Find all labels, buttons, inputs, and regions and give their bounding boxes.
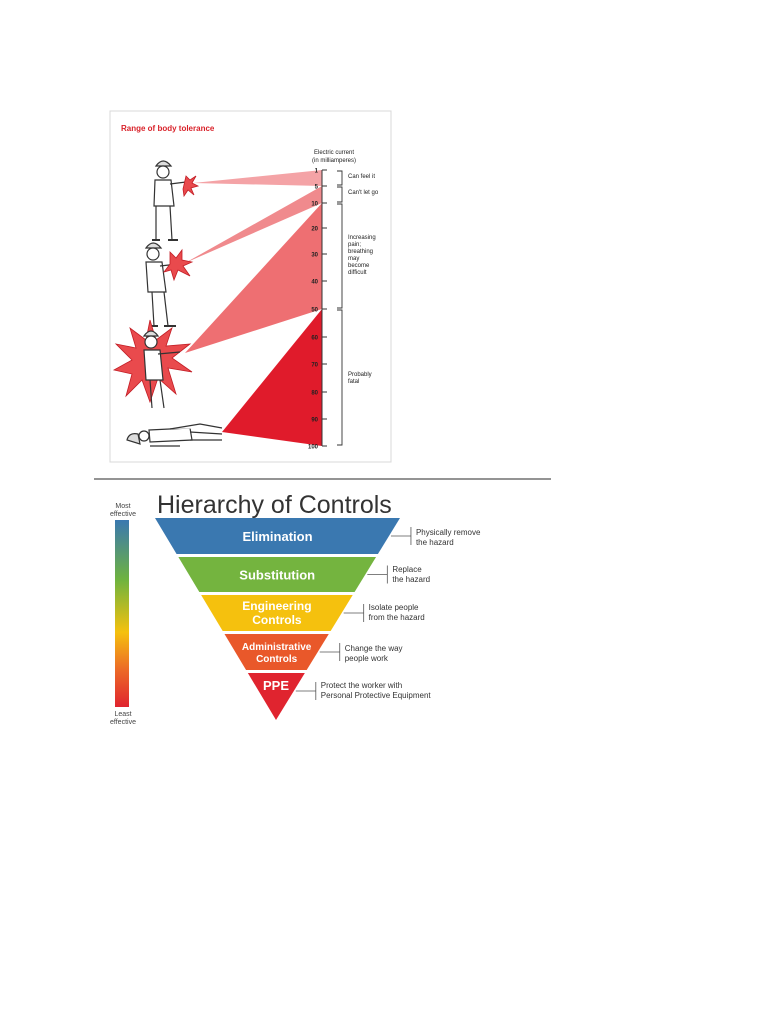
beam-cant-let-go xyxy=(185,186,322,263)
axis-ticks: 1 5 10 20 30 40 50 60 70 80 90 100 xyxy=(308,169,327,451)
range-label: difficult xyxy=(348,270,367,276)
scale-bottom-line2: effective xyxy=(110,719,136,726)
level-label: Elimination xyxy=(242,529,312,544)
level-band xyxy=(201,595,353,631)
axis-tick-label: 40 xyxy=(311,280,318,286)
axis-title-line2: (in milliamperes) xyxy=(312,158,356,164)
tolerance-ranges: Can feel it Can't let go Increasingpain;br… xyxy=(337,170,379,446)
level-band xyxy=(247,673,305,720)
worker-figure-4-lying xyxy=(126,423,223,447)
range-label: Increasing xyxy=(348,235,376,241)
axis-tick-label: 90 xyxy=(311,418,318,424)
beam-increasing-pain xyxy=(185,203,322,353)
range-label: may xyxy=(348,256,359,262)
hierarchy-title: Hierarchy of Controls xyxy=(157,491,392,519)
hierarchy-of-controls-figure: Hierarchy of Controls Most effective Lea… xyxy=(110,491,481,726)
level-band xyxy=(155,518,400,554)
scale-top-line2: effective xyxy=(110,511,136,518)
level-label: Controls xyxy=(252,613,302,627)
figure-title: Range of body tolerance xyxy=(121,124,215,133)
current-axis: Electric current (in milliamperes) 1 5 10 2… xyxy=(308,150,356,451)
axis-tick-label: 50 xyxy=(311,308,318,314)
range-bracket xyxy=(337,309,343,446)
level-band xyxy=(224,634,329,670)
axis-tick-label: 5 xyxy=(315,185,319,191)
axis-tick-label: 20 xyxy=(311,227,318,233)
beam-probably-fatal xyxy=(222,309,322,446)
worker-figure-3 xyxy=(112,319,193,409)
range-label: breathing xyxy=(348,249,373,255)
level-label: PPE xyxy=(263,678,289,693)
level-description: Protect the worker with xyxy=(321,681,402,690)
range-label: Probably xyxy=(348,372,372,378)
level-description: Personal Protective Equipment xyxy=(321,691,432,700)
level-band xyxy=(178,557,377,592)
scale-bottom-line1: Least xyxy=(114,711,131,718)
range-label: Can't let go xyxy=(348,190,379,196)
range-bracket xyxy=(337,186,343,203)
axis-tick-label: 100 xyxy=(308,445,319,451)
axis-tick-label: 30 xyxy=(311,253,318,259)
level-description: Change the way xyxy=(345,644,403,653)
beam-can-feel-it xyxy=(193,170,322,186)
level-label: Administrative xyxy=(242,642,312,653)
axis-tick-label: 10 xyxy=(311,202,318,208)
level-label: Substitution xyxy=(239,568,315,583)
level-label: Engineering xyxy=(242,599,311,613)
range-bracket xyxy=(337,203,343,309)
range-label: Can feel it xyxy=(348,174,375,180)
level-description: the hazard xyxy=(416,538,454,547)
scale-top-line1: Most xyxy=(115,503,130,510)
range-label: pain; xyxy=(348,242,361,248)
axis-tick-label: 80 xyxy=(311,391,318,397)
axis-tick-label: 1 xyxy=(315,169,319,175)
axis-tick-label: 70 xyxy=(311,363,318,369)
range-label: become xyxy=(348,263,370,269)
worker-figure-1 xyxy=(152,160,200,241)
level-description: Isolate people xyxy=(369,603,419,612)
worker-figure-2 xyxy=(144,242,194,327)
level-label: Controls xyxy=(256,654,298,665)
effectiveness-bar xyxy=(115,520,129,707)
body-tolerance-figure: Range of body tolerance Electric current… xyxy=(109,110,392,463)
current-beams xyxy=(185,170,322,446)
level-description: Physically remove xyxy=(416,528,481,537)
level-description: from the hazard xyxy=(369,613,425,622)
axis-title-line1: Electric current xyxy=(314,150,354,156)
level-description: the hazard xyxy=(392,575,430,584)
axis-tick-label: 60 xyxy=(311,336,318,342)
level-description: Replace xyxy=(392,565,422,574)
range-label: fatal xyxy=(348,379,359,385)
level-description: people work xyxy=(345,654,389,663)
range-bracket xyxy=(337,170,343,186)
